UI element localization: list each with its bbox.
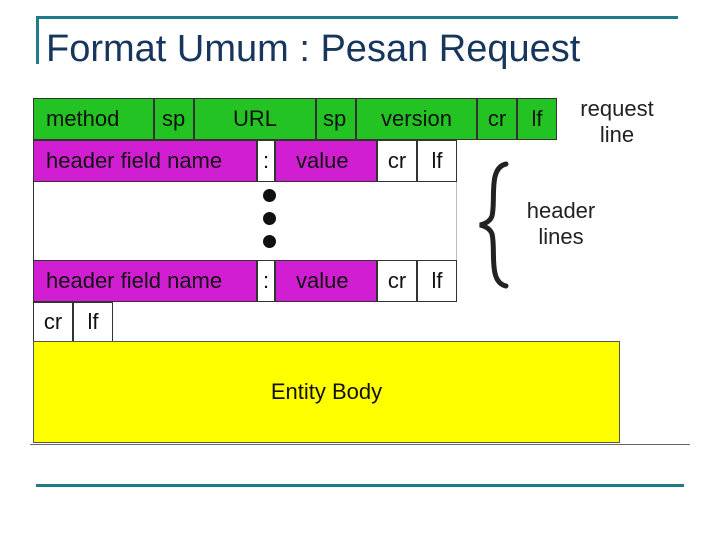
ellipsis-dot-1 [263,189,276,202]
header-value-2: value [275,260,377,302]
lf-field-header-2: lf [417,260,457,302]
slide-title: Format Umum : Pesan Request [46,28,581,70]
request-line-label-1: request [580,96,654,121]
cr-field-terminator: cr [33,302,73,342]
header-lines-gap [33,182,457,260]
request-line-label-2: line [599,122,635,148]
request-line-label: request line [572,96,662,149]
header-value-1: value [275,140,377,182]
header-field-name-2: header field name [33,260,257,302]
entity-body-label: Entity Body [270,379,383,404]
version-field: version [356,98,477,140]
top-accent-line [36,16,678,19]
header-field-name-1: header field name [33,140,257,182]
lf-field-header-1: lf [417,140,457,182]
entity-body-block: Entity Body [33,341,620,443]
header-colon-2: : [257,260,275,302]
lf-field-request: lf [517,98,557,140]
left-accent-line [36,16,39,64]
method-field: method [33,98,154,140]
curly-brace-icon [479,161,509,289]
divider-line [30,444,690,445]
url-field: URL [194,98,316,140]
ellipsis-dot-3 [263,235,276,248]
cr-field-header-2: cr [377,260,417,302]
bottom-accent-line [36,484,684,487]
ellipsis-dot-2 [263,212,276,225]
space-field-2: sp [316,98,356,140]
cr-field-request: cr [477,98,517,140]
space-field-1: sp [154,98,194,140]
cr-field-header-1: cr [377,140,417,182]
header-lines-label-2: lines [538,224,584,250]
header-colon-1: : [257,140,275,182]
title-overflow-mask [40,84,600,100]
header-lines-label: header lines [518,198,604,251]
header-lines-label-1: header [526,198,596,223]
lf-field-terminator: lf [73,302,113,342]
